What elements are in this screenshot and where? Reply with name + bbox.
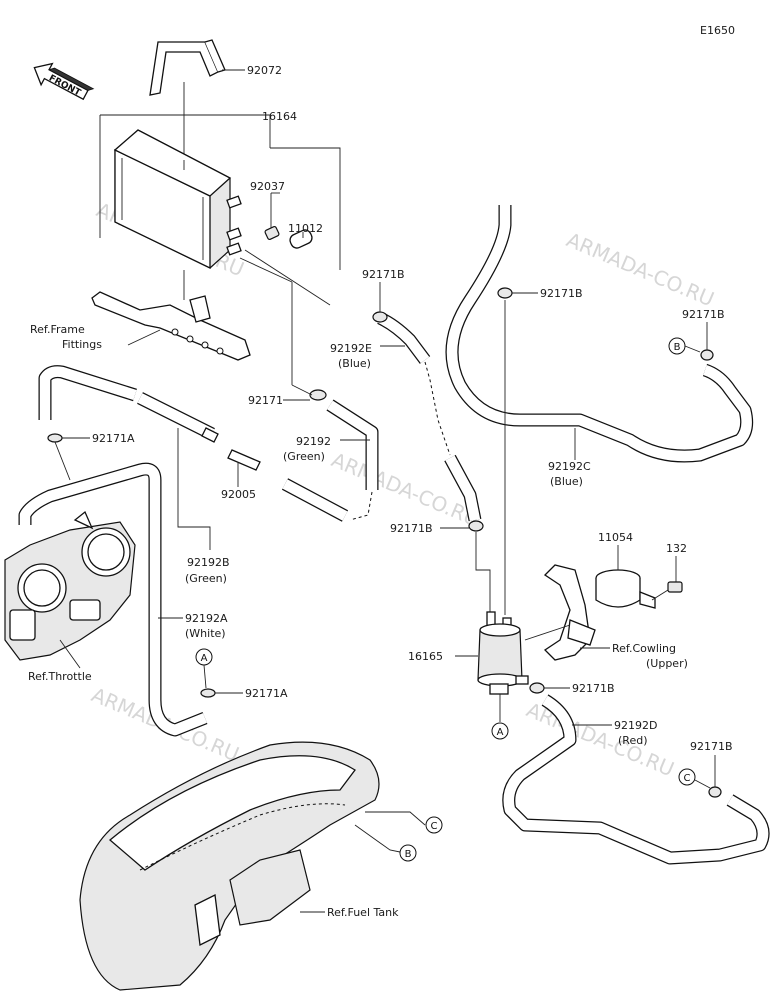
joint-92005-icon (227, 449, 261, 471)
part-92072: 92072 (247, 64, 282, 77)
front-arrow-icon: FRONT (33, 62, 95, 101)
part-92171A-2: 92171A (245, 687, 288, 700)
ref-throttle: Ref.Throttle (28, 670, 92, 683)
part-92192B-color: (Green) (185, 572, 227, 585)
part-92192D: 92192D (614, 719, 657, 732)
hose-92192 (326, 399, 379, 490)
watermark-2: ARMADA-CO.RU (563, 228, 718, 312)
part-92192E-color: (Blue) (338, 357, 371, 370)
part-92192B: 92192B (187, 556, 230, 569)
part-92192A-color: (White) (185, 627, 226, 640)
clamp-92037-icon (264, 225, 280, 241)
part-92037: 92037 (250, 180, 285, 193)
part-92171A-1: 92171A (92, 432, 135, 445)
clamp-92171-icon (309, 389, 327, 401)
clamp-92171B-5-icon (529, 682, 545, 694)
clamp-92171B-3-icon (700, 349, 714, 361)
hose-92192C (445, 205, 754, 463)
clamp-92171B-2-icon (497, 287, 513, 299)
connector-A-bottom-label: A (497, 727, 504, 738)
clamp-92171B-4-icon (468, 520, 484, 532)
clamp-92171A-2-icon (200, 688, 216, 698)
part-16164: 16164 (262, 110, 297, 123)
connector-C-left: C (425, 816, 443, 834)
connector-B-left-label: B (405, 849, 412, 860)
ref-cowling-line1: Ref.Cowling (612, 642, 676, 655)
part-92171B-5: 92171B (572, 682, 615, 695)
part-92192-color: (Green) (283, 450, 325, 463)
connector-C-right: C (678, 768, 696, 786)
part-11054: 11054 (598, 531, 633, 544)
cap-11012-icon (289, 229, 313, 249)
part-92192D-color: (Red) (618, 734, 647, 747)
ref-frame-fittings-line2: Fittings (62, 338, 102, 351)
connector-C-right-label: C (684, 773, 691, 784)
watermark-3: ARMADA-CO.RU (328, 448, 483, 532)
hose-92192B-2 (281, 478, 349, 522)
charcoal-canister (113, 129, 242, 270)
part-92171B-6: 92171B (690, 740, 733, 753)
connector-B-right: B (668, 337, 686, 355)
throttle-body (4, 510, 136, 661)
ref-cowling-line2: (Upper) (646, 657, 688, 670)
ref-frame-fittings-line1: Ref.Frame (30, 323, 85, 336)
part-92192A: 92192A (185, 612, 228, 625)
hose-92192A-lower (18, 462, 208, 737)
watermarks: ARMADA-CO.RU ARMADA-CO.RU ARMADA-CO.RU A… (88, 198, 718, 782)
clamp-92171B-1-icon (372, 311, 388, 323)
frame-bracket (91, 291, 251, 361)
clamp-92171A-1-icon (47, 433, 63, 443)
watermark-5: ARMADA-CO.RU (523, 698, 678, 782)
pipe-92192B (137, 392, 219, 443)
part-132: 132 (666, 542, 687, 555)
clamp-92171B-6-icon (708, 786, 722, 798)
connector-A-left-label: A (201, 653, 208, 664)
part-92192: 92192 (296, 435, 331, 448)
part-92171B-3: 92171B (682, 308, 725, 321)
part-92005: 92005 (221, 488, 256, 501)
diagram-code: E1650 (700, 24, 735, 37)
canister-strap (149, 39, 226, 96)
part-11012: 11012 (288, 222, 323, 235)
part-92171: 92171 (248, 394, 283, 407)
hose-92192A-upper (38, 365, 137, 420)
connector-B-right-label: B (674, 342, 681, 353)
fuel-tank (79, 741, 380, 991)
part-16165: 16165 (408, 650, 443, 663)
connector-B-left: B (399, 844, 417, 862)
hose-92192D (502, 694, 770, 865)
part-92192E: 92192E (330, 342, 372, 355)
ref-fuel-tank: Ref.Fuel Tank (327, 906, 399, 919)
connector-A-left: A (195, 648, 213, 666)
part-92171B-1: 92171B (362, 268, 405, 281)
hose-filter-inlet (444, 454, 482, 522)
hose-92192E (377, 312, 431, 364)
connector-A-bottom: A (491, 722, 509, 740)
part-92171B-2: 92171B (540, 287, 583, 300)
fuel-filter-16165 (477, 611, 529, 695)
part-92192C-color: (Blue) (550, 475, 583, 488)
bolt-132-icon (651, 581, 683, 601)
bracket-11054 (543, 564, 656, 661)
part-92171B-4: 92171B (390, 522, 433, 535)
connector-C-left-label: C (431, 821, 438, 832)
part-92192C: 92192C (548, 460, 591, 473)
